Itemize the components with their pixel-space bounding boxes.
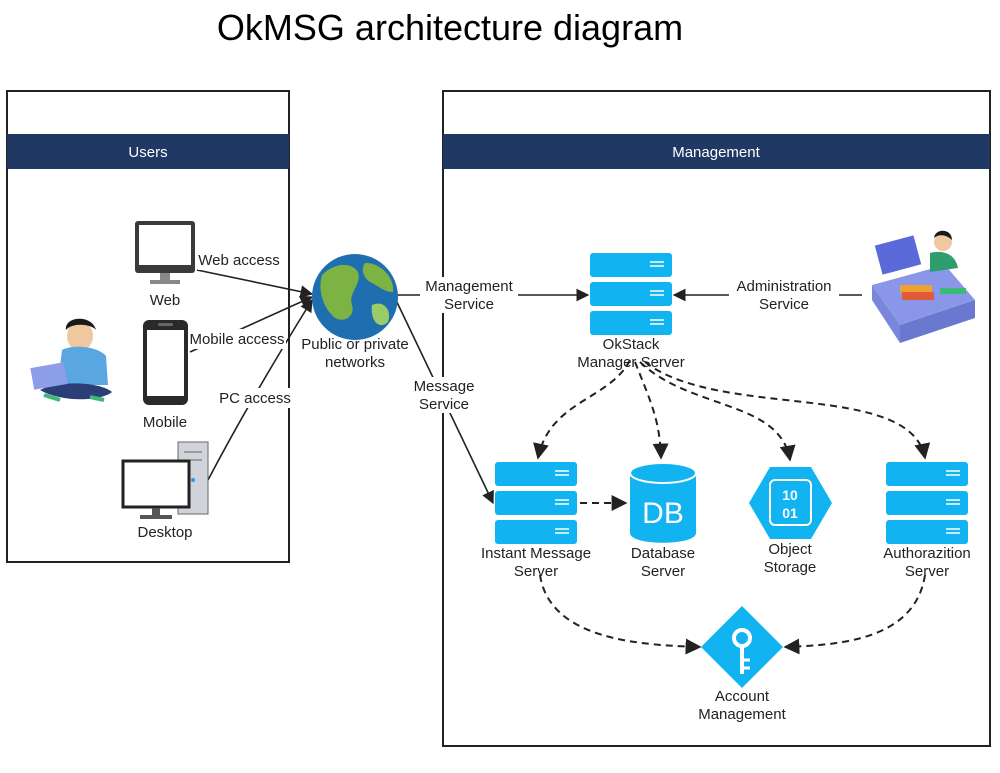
- users-panel-header: [7, 134, 289, 169]
- administration-service-label-2: Service: [759, 296, 809, 313]
- management-header-label: Management: [672, 144, 760, 161]
- okstack-to-auth-link: [644, 361, 931, 460]
- account-label-1: Account: [715, 688, 770, 705]
- person-laptop-icon: [30, 318, 112, 402]
- object-label-1: Object: [768, 541, 812, 558]
- server-icon: [495, 462, 577, 544]
- object-label-2: Storage: [764, 559, 817, 576]
- web-monitor-icon: [135, 221, 195, 284]
- users-header-label: Users: [128, 144, 167, 161]
- okstack-to-object-link: [639, 361, 796, 462]
- network-label-1: Public or private: [301, 336, 409, 353]
- management-service-label-2: Service: [444, 296, 494, 313]
- instant-to-account-link: [539, 574, 702, 655]
- auth-label-1: Authorazition: [883, 545, 971, 562]
- database-icon-text: DB: [642, 497, 684, 530]
- okstack-label-2: Manager Server: [577, 354, 685, 371]
- network-label-2: networks: [325, 354, 385, 371]
- database-icon: DB: [629, 462, 697, 543]
- okstack-to-database-link: [634, 361, 669, 460]
- database-label-2: Server: [641, 563, 685, 580]
- account-label-2: Management: [698, 706, 786, 723]
- management-panel: Management: [442, 90, 991, 747]
- auth-to-account-link: [783, 574, 926, 655]
- auth-label-2: Server: [905, 563, 949, 580]
- admin-desk-icon: [872, 230, 975, 343]
- message-service-label-2: Service: [419, 396, 469, 413]
- management-service-label-1: Management: [425, 278, 513, 295]
- web-device-label: Web: [150, 292, 181, 309]
- pc-access-label: PC access: [219, 390, 291, 407]
- instant-label-1: Instant Message: [481, 545, 591, 562]
- mobile-access-label: Mobile access: [189, 331, 284, 348]
- instant-label-2: Server: [514, 563, 558, 580]
- mobile-device-label: Mobile: [143, 414, 187, 431]
- globe-icon: [312, 254, 398, 340]
- database-label-1: Database: [631, 545, 695, 562]
- server-icon: [590, 253, 672, 335]
- key-icon: [701, 606, 783, 688]
- desktop-pc-icon: [121, 441, 209, 519]
- diagram-title: OkMSG architecture diagram: [217, 7, 683, 48]
- desktop-device-label: Desktop: [137, 524, 192, 541]
- message-service-label-1: Message: [414, 378, 475, 395]
- server-icon: [886, 462, 968, 544]
- object-storage-icon: 10 01: [749, 467, 832, 539]
- okstack-label-1: OkStack: [603, 336, 660, 353]
- management-panel-header: [443, 134, 990, 169]
- okstack-to-instant-link: [533, 359, 631, 460]
- object-icon-text-2: 01: [782, 505, 798, 521]
- object-icon-text-1: 10: [782, 487, 798, 503]
- web-access-label: Web access: [198, 252, 279, 269]
- administration-service-label-1: Administration: [736, 278, 831, 295]
- web-access-link: [196, 269, 314, 298]
- mobile-phone-icon: [143, 320, 188, 405]
